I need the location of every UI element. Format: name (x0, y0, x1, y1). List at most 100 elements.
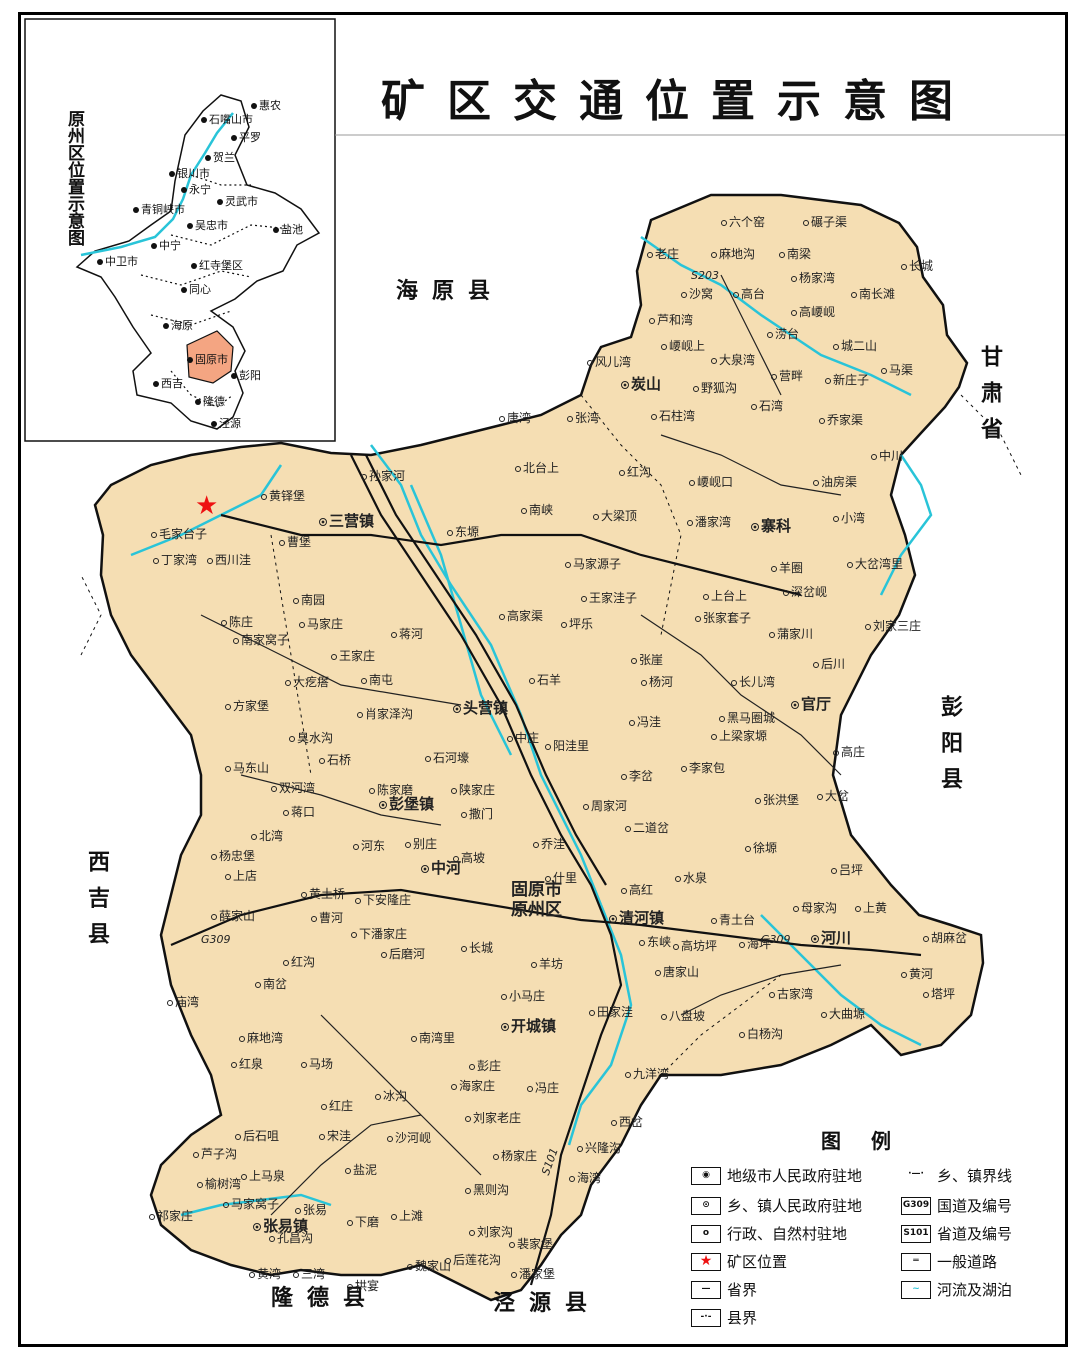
village-label: 榆树湾 (197, 1175, 241, 1192)
village-label: 下安隆庄 (355, 891, 411, 908)
village-label: 毛家台子 (151, 525, 207, 542)
neighbor-jingyuan: 泾源县 (493, 1290, 602, 1316)
village-label: 南园 (293, 591, 325, 608)
town-label: 官厅 (791, 693, 831, 714)
village-label: 杨家湾 (791, 269, 835, 286)
village-label: 海湾 (569, 1169, 601, 1186)
inset-place-dot-icon (201, 117, 207, 123)
place-dot-icon (453, 855, 459, 862)
village-label: 上滩 (391, 1207, 423, 1224)
place-dot-icon (251, 833, 257, 840)
inset-place: 灵武市 (217, 193, 258, 209)
place-dot-icon (507, 735, 513, 742)
village-label: 张家套子 (695, 609, 751, 626)
village-label: 石湾 (751, 397, 783, 414)
place-dot-icon (461, 945, 467, 952)
village-label: 张湾 (567, 409, 599, 426)
village-label: 芦子沟 (193, 1145, 237, 1162)
map-title: 矿区交通位置示意图 (381, 76, 975, 127)
place-dot-icon (609, 914, 617, 923)
place-dot-icon (711, 357, 717, 364)
village-label: 上梁家塬 (711, 727, 767, 744)
place-dot-icon (901, 971, 907, 978)
place-dot-icon (381, 951, 387, 958)
place-dot-icon (577, 1145, 583, 1152)
place-dot-icon (779, 251, 785, 258)
place-dot-icon (711, 917, 717, 924)
place-dot-icon (833, 343, 839, 350)
village-label: 高坡 (453, 849, 485, 866)
village-label: 肖家泽沟 (357, 705, 413, 722)
place-dot-icon (319, 517, 327, 526)
inset-ningxia-outline (75, 94, 321, 430)
legend-item-town: ⊙ 乡、镇人民政府驻地 (691, 1195, 862, 1216)
place-dot-icon (545, 743, 551, 750)
inset-place-dot-icon (151, 243, 157, 249)
village-label: 崾岘上 (661, 337, 705, 354)
village-label: 裴家堡 (509, 1235, 553, 1252)
place-dot-icon (721, 219, 727, 226)
village-label: 深岔岘 (783, 583, 827, 600)
inset-place-dot-icon (181, 187, 187, 193)
village-label: 宋洼 (319, 1127, 351, 1144)
village-label: 蒋口 (283, 803, 315, 820)
village-label: 薛家山 (211, 907, 255, 924)
place-dot-icon (641, 679, 647, 686)
village-label: 青土台 (711, 911, 755, 928)
village-label: 麻地湾 (239, 1029, 283, 1046)
place-dot-icon (515, 465, 521, 472)
place-dot-icon (649, 317, 655, 324)
place-dot-icon (361, 677, 367, 684)
village-label: 杨忠堡 (211, 847, 255, 864)
place-dot-icon (453, 704, 461, 713)
place-dot-icon (769, 631, 775, 638)
place-dot-icon (225, 765, 231, 772)
village-label: 石柱湾 (651, 407, 695, 424)
village-label: 南屯 (361, 671, 393, 688)
village-label: 红庄 (321, 1097, 353, 1114)
village-label: 高家渠 (499, 607, 543, 624)
place-dot-icon (407, 1263, 413, 1270)
village-label: 新庄子 (825, 371, 869, 388)
place-dot-icon (817, 793, 823, 800)
village-label: 田家洼 (589, 1003, 633, 1020)
village-label: 刘家三庄 (865, 617, 921, 634)
village-label: 高崾岘 (791, 303, 835, 320)
village-label: 后莲花沟 (445, 1251, 501, 1268)
village-label: 蒲家川 (769, 625, 813, 642)
village-label: 黄铎堡 (261, 487, 305, 504)
yuanzhou-district-land (93, 193, 985, 1302)
place-dot-icon (855, 905, 861, 912)
place-dot-icon (733, 291, 739, 298)
legend-general-road-icon: ═ (901, 1252, 931, 1271)
village-label: 黑则沟 (465, 1181, 509, 1198)
inset-place-dot-icon (217, 199, 223, 205)
place-dot-icon (767, 331, 773, 338)
village-label: 杨家庄 (493, 1147, 537, 1164)
place-dot-icon (647, 251, 653, 258)
place-dot-icon (261, 493, 267, 500)
village-label: 小湾 (833, 509, 865, 526)
place-dot-icon (225, 703, 231, 710)
village-label: 庙湾 (167, 993, 199, 1010)
place-dot-icon (253, 1222, 261, 1231)
legend-item-township-border: ·—· 乡、镇界线 (901, 1165, 1012, 1186)
village-label: 黄土桥 (301, 885, 345, 902)
place-dot-icon (499, 613, 505, 620)
village-label: 石桥 (319, 751, 351, 768)
village-label: 什里 (545, 869, 577, 886)
legend-item-village: o 行政、自然村驻地 (691, 1223, 847, 1244)
village-label: 黄河 (901, 965, 933, 982)
legend-township-border-icon: ·—· (908, 1168, 924, 1179)
place-dot-icon (271, 785, 277, 792)
place-dot-icon (813, 479, 819, 486)
place-dot-icon (289, 735, 295, 742)
village-label: 上台上 (703, 587, 747, 604)
village-label: 中川 (871, 447, 903, 464)
place-dot-icon (301, 1061, 307, 1068)
place-dot-icon (151, 531, 157, 538)
place-dot-icon (225, 873, 231, 880)
place-dot-icon (347, 1219, 353, 1226)
village-label: 东峡 (639, 933, 671, 950)
inset-place: 隆德 (195, 393, 225, 409)
